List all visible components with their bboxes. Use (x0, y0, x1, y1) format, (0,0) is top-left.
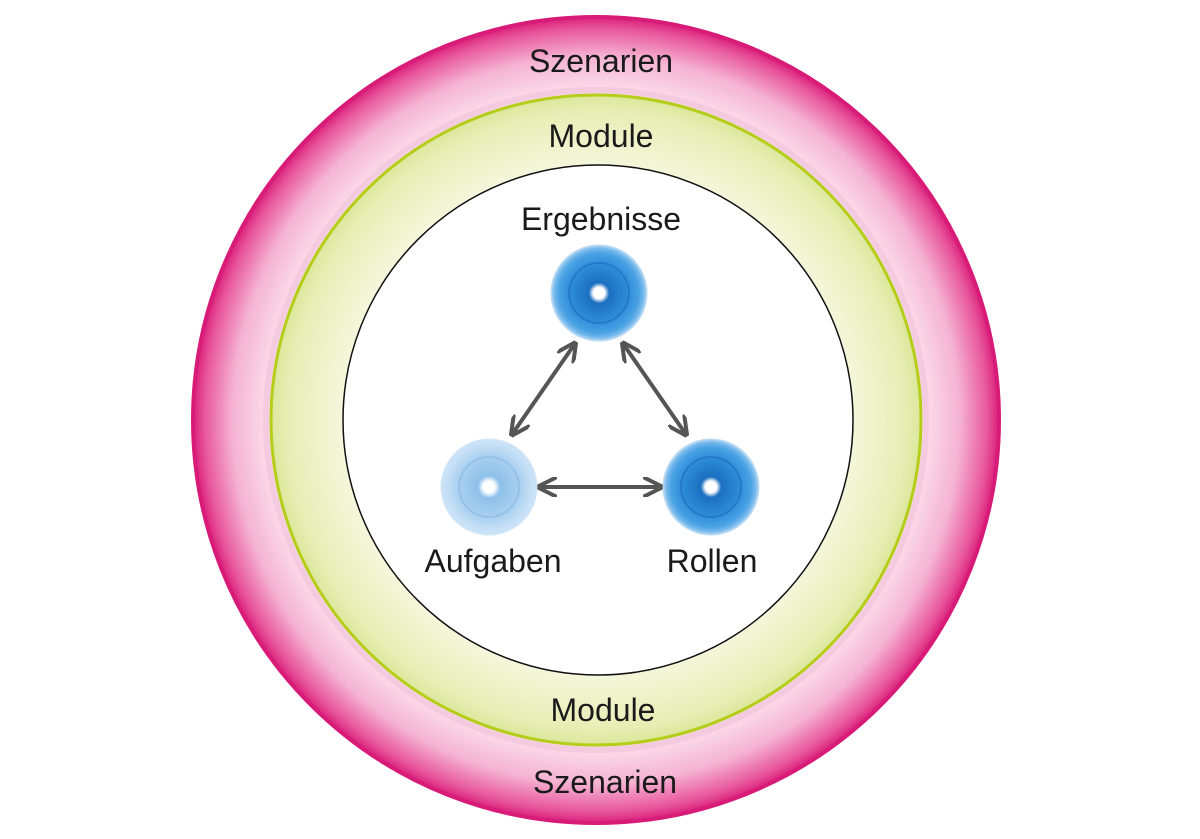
label-module-bottom: Module (550, 692, 656, 728)
node-aufgaben (440, 438, 538, 536)
node-rollen (662, 438, 760, 536)
inner-core (342, 164, 854, 676)
outer-ring-inner-edge (263, 87, 929, 753)
label-module-top: Module (548, 118, 654, 154)
outer-ring-border (191, 15, 1001, 825)
label-szenarien-bottom: Szenarien (532, 764, 678, 800)
node-ergebnisse (550, 244, 648, 342)
label-aufgaben: Aufgaben (424, 543, 562, 579)
arrow-ergebnisse-rollen (624, 345, 685, 433)
middle-ring-border (269, 93, 923, 747)
label-szenarien-top: Szenarien (528, 43, 674, 79)
label-ergebnisse: Ergebnisse (520, 201, 682, 237)
label-rollen: Rollen (666, 543, 758, 579)
arrow-ergebnisse-aufgaben (513, 345, 574, 433)
